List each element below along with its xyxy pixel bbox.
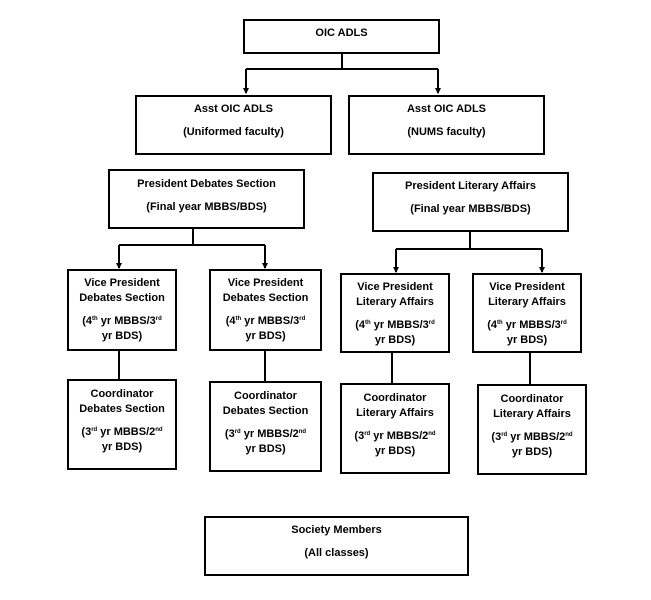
- society-members-title: Society Members: [291, 524, 382, 536]
- vp-debates-2-detail-line-2: yr BDS): [245, 330, 286, 342]
- vp-debates-1-detail-line-1: (4th yr MBBS/3rd: [82, 315, 162, 327]
- coord-literary-1-detail-line-1: (3rd yr MBBS/2nd: [354, 430, 436, 442]
- coord-debates-1-detail-line-2: yr BDS): [101, 441, 143, 453]
- asst-oic-uniformed-title: Asst OIC ADLS: [193, 103, 274, 115]
- vp-literary-2-detail-line-1: (4th yr MBBS/3rd: [487, 319, 567, 331]
- coord-literary-1-title-line-1: Coordinator: [363, 392, 427, 404]
- coord-debates-1-title-line-2: Debates Section: [79, 403, 165, 415]
- coord-debates-2-title-line-1: Coordinator: [234, 390, 297, 402]
- vp-literary-box-1: Vice President Literary Affairs (4th yr …: [340, 273, 450, 353]
- oic-adls-box: OIC ADLS: [243, 19, 440, 54]
- president-debates-subtitle: (Final year MBBS/BDS): [146, 201, 267, 213]
- asst-oic-nums-subtitle: (NUMS faculty): [407, 126, 486, 138]
- vp-literary-1-detail-line-1: (4th yr MBBS/3rd: [355, 319, 435, 331]
- coord-debates-2-title-line-2: Debates Section: [222, 405, 309, 417]
- vp-literary-2-detail-line-2: yr BDS): [506, 334, 548, 346]
- vp-debates-1-detail-line-2: yr BDS): [101, 330, 143, 342]
- society-members-box: Society Members (All classes): [204, 516, 469, 576]
- coord-literary-2-title-line-1: Coordinator: [500, 393, 564, 405]
- coord-literary-1-title-line-2: Literary Affairs: [356, 407, 434, 419]
- vp-debates-2-detail-line-1: (4th yr MBBS/3rd: [225, 315, 306, 327]
- vp-debates-box-1: Vice President Debates Section (4th yr M…: [67, 269, 177, 351]
- coord-literary-box-1: Coordinator Literary Affairs (3rd yr MBB…: [340, 383, 450, 474]
- coord-debates-1-detail-line-1: (3rd yr MBBS/2nd: [81, 426, 163, 438]
- coord-debates-2-detail-line-2: yr BDS): [245, 443, 286, 455]
- vp-debates-2-title-line-2: Debates Section: [222, 292, 309, 304]
- vp-literary-1-detail-line-2: yr BDS): [374, 334, 416, 346]
- president-literary-title: President Literary Affairs: [404, 180, 537, 192]
- asst-oic-uniformed-subtitle: (Uniformed faculty): [183, 126, 284, 138]
- coord-literary-1-detail-line-2: yr BDS): [374, 445, 416, 457]
- vp-debates-2-title-line-1: Vice President: [227, 277, 304, 289]
- vp-debates-1-title-line-1: Vice President: [84, 277, 160, 289]
- coord-debates-box-2: Coordinator Debates Section (3rd yr MBBS…: [209, 381, 322, 472]
- vp-literary-1-title-line-1: Vice President: [357, 281, 433, 293]
- vp-literary-box-2: Vice President Literary Affairs (4th yr …: [472, 273, 582, 353]
- society-members-subtitle: (All classes): [304, 547, 369, 559]
- asst-oic-nums-box: Asst OIC ADLS (NUMS faculty): [348, 95, 545, 155]
- president-literary-box: President Literary Affairs (Final year M…: [372, 172, 569, 232]
- president-debates-box: President Debates Section (Final year MB…: [108, 169, 305, 229]
- coord-literary-box-2: Coordinator Literary Affairs (3rd yr MBB…: [477, 384, 587, 475]
- president-debates-title: President Debates Section: [137, 178, 276, 190]
- vp-debates-box-2: Vice President Debates Section (4th yr M…: [209, 269, 322, 351]
- coord-debates-1-title-line-1: Coordinator: [90, 388, 154, 400]
- vp-debates-1-title-line-2: Debates Section: [79, 292, 165, 304]
- coord-literary-2-detail-line-2: yr BDS): [511, 446, 553, 458]
- coord-literary-2-detail-line-1: (3rd yr MBBS/2nd: [491, 431, 573, 443]
- vp-literary-2-title-line-2: Literary Affairs: [488, 296, 566, 308]
- oic-adls-title: OIC ADLS: [315, 27, 368, 39]
- vp-literary-2-title-line-1: Vice President: [489, 281, 565, 293]
- asst-oic-nums-title: Asst OIC ADLS: [406, 103, 487, 115]
- asst-oic-uniformed-box: Asst OIC ADLS (Uniformed faculty): [135, 95, 332, 155]
- coord-debates-2-detail-line-1: (3rd yr MBBS/2nd: [224, 428, 307, 440]
- president-literary-subtitle: (Final year MBBS/BDS): [410, 203, 531, 215]
- vp-literary-1-title-line-2: Literary Affairs: [356, 296, 434, 308]
- coord-literary-2-title-line-2: Literary Affairs: [493, 408, 571, 420]
- coord-debates-box-1: Coordinator Debates Section (3rd yr MBBS…: [67, 379, 177, 470]
